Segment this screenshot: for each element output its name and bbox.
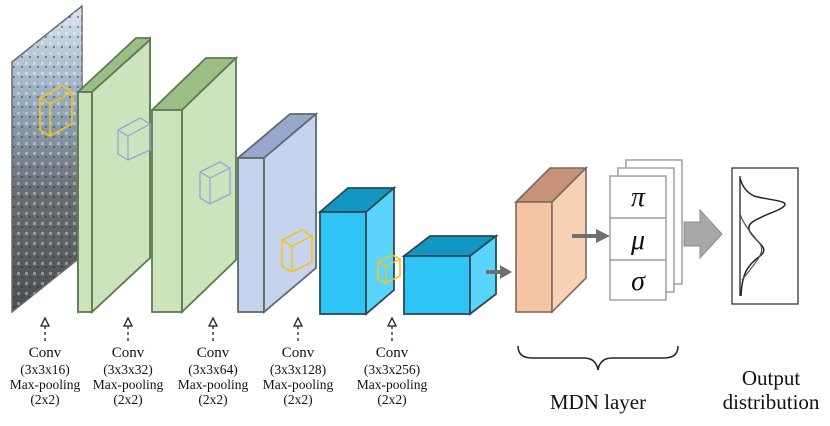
pool-size-label-4: (2x2): [283, 392, 313, 408]
arrow-to-output: [683, 208, 723, 260]
pool-label-3: Max-pooling: [177, 376, 249, 392]
conv-label-1: Conv: [28, 345, 62, 361]
layer-caption-3: Conv (3x3x64) Max-pooling (2x2): [173, 345, 253, 407]
kernel-label-3: (3x3x64): [188, 361, 238, 377]
component-curve: [739, 213, 763, 281]
arrow-to-mdn: [486, 265, 512, 279]
conv-block-3: [235, 112, 319, 314]
pool-label-1: Max-pooling: [9, 376, 81, 392]
conv-block-1: [75, 36, 151, 315]
mdn-parameter-stack: π μ σ: [609, 159, 683, 301]
kernel-cube-yellow-1: [39, 85, 73, 137]
pool-label-4: Max-pooling: [262, 376, 334, 392]
layer-caption-4: Conv (3x3x128) Max-pooling (2x2): [258, 345, 338, 407]
mdn-block: [514, 166, 588, 314]
output-label-line1: Output: [741, 366, 801, 390]
pool-size-label-3: (2x2): [198, 392, 228, 408]
pool-label-2: Max-pooling: [92, 376, 164, 392]
mdn-brace: [517, 345, 679, 371]
output-distribution-box: [731, 167, 799, 305]
pool-size-label-2: (2x2): [113, 392, 143, 408]
param-pi: π: [631, 182, 646, 213]
layer-caption-1: Conv (3x3x16) Max-pooling (2x2): [5, 345, 85, 407]
conv-block-5: [401, 234, 499, 316]
param-mu: μ: [630, 225, 645, 256]
output-label-line2: distribution: [722, 390, 820, 415]
mdn-layer-label: MDN layer: [549, 390, 647, 414]
kernel-label-4: (3x3x128): [269, 361, 327, 377]
conv-label-5: Conv: [375, 345, 409, 361]
kernel-label-1: (3x3x16): [20, 361, 70, 377]
caption-arrows: [39, 316, 398, 342]
output-label: Output distribution: [716, 366, 826, 414]
conv-label-3: Conv: [196, 345, 230, 361]
conv-block-2: [149, 55, 239, 315]
input-image: [11, 4, 83, 314]
density-curve: [739, 177, 786, 297]
pool-label-5: Max-pooling: [356, 376, 428, 392]
conv-label-2: Conv: [111, 345, 145, 361]
layer-caption-5: Conv (3x3x256) Max-pooling (2x2): [350, 345, 434, 407]
conv-block-4: [317, 186, 401, 316]
layer-caption-2: Conv (3x3x32) Max-pooling (2x2): [88, 345, 168, 407]
pool-size-label-1: (2x2): [30, 392, 60, 408]
kernel-label-2: (3x3x32): [103, 361, 153, 377]
conv-label-4: Conv: [281, 345, 315, 361]
param-sigma: σ: [631, 266, 646, 297]
kernel-label-5: (3x3x256): [363, 361, 421, 377]
arrow-to-params: [572, 229, 610, 243]
pool-size-label-5: (2x2): [377, 392, 407, 408]
